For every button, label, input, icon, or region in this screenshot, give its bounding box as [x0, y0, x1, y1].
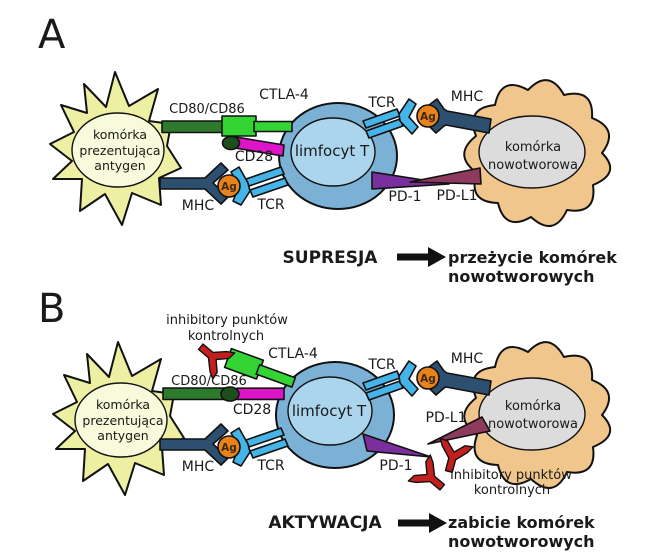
cd80-cd86-bar-b [162, 387, 227, 401]
tumor-label-line1-a: komórka [505, 140, 561, 155]
result-line2-b: nowotworowych [448, 532, 595, 551]
tcr-right-label-b: TCR [367, 357, 396, 373]
cd80-label-b: CD80/CD86 [171, 374, 247, 389]
ctla4-label-a: CTLA-4 [259, 87, 309, 103]
cd28-knob-a [221, 135, 241, 151]
pd1-label-a: PD-1 [388, 189, 421, 205]
tcr-left-label-a: TCR [256, 197, 285, 213]
result-arrow-b [398, 513, 447, 533]
ag-left-text-a: Ag [221, 181, 237, 193]
ag-left-text-b: Ag [221, 442, 237, 454]
pdl1-label-b: PD-L1 [426, 410, 467, 426]
panel-a: A komórka prezentująca antygen CD80/CD86… [38, 12, 617, 286]
result-arrow-a [397, 247, 446, 267]
cd28-bar-b [236, 387, 285, 401]
ag-right-text-a: Ag [420, 111, 436, 123]
cd28-label-b: CD28 [233, 402, 271, 418]
tumor-label-line2-b: nowotworowa [488, 417, 578, 432]
ctla4-receptor-a [221, 115, 293, 137]
mhc-left-label-a: MHC [182, 198, 215, 214]
pdl1-ligand-b [427, 416, 491, 445]
tumor-label-line1-b: komórka [505, 399, 561, 414]
inhibitor-bottom-line2: kontrolnych [474, 483, 550, 498]
tcell-label-b: limfocyt T [292, 402, 367, 420]
tcr-left-label-b: TCR [256, 458, 285, 474]
panel-b: B inhibitory punktów kontrolnych CTLA-4 … [38, 286, 612, 551]
cd80-label-a: CD80/CD86 [169, 102, 245, 117]
caption-supresja: SUPRESJA [283, 248, 379, 268]
apc-label-line2-a: prezentująca [79, 143, 160, 158]
pdl1-label-a: PD-L1 [437, 188, 478, 204]
tumor-cell-b [463, 341, 612, 489]
apc-label-line1-b: komórka [96, 397, 150, 412]
inhibitor-top-line2: kontrolnych [188, 329, 264, 344]
pd1-label-b: PD-1 [379, 458, 412, 474]
panel-b-letter: B [38, 286, 65, 332]
tcell-label-a: limfocyt T [295, 142, 370, 160]
mhc-right-label-a: MHC [451, 89, 484, 105]
apc-label-line3-a: antygen [94, 158, 145, 173]
pd1-receptor-a [371, 171, 450, 190]
tcr-right-label-a: TCR [367, 95, 396, 111]
ag-right-text-b: Ag [420, 373, 436, 385]
apc-label-line1-a: komórka [93, 127, 147, 142]
ctla4-label-b: CTLA-4 [268, 346, 318, 362]
checkpoint-antibody-bottom-2 [407, 454, 454, 502]
cd28-label-a: CD28 [235, 149, 273, 165]
apc-label-line3-b: antygen [97, 428, 148, 443]
result-line1-a: przeżycie komórek [448, 248, 617, 267]
tumor-label-line2-a: nowotworowa [488, 158, 578, 173]
panel-a-letter: A [38, 12, 66, 58]
caption-aktywacja: AKTYWACJA [268, 513, 382, 533]
mhc-left-label-b: MHC [182, 459, 215, 475]
apc-label-line2-b: prezentująca [82, 413, 163, 428]
mhc-right-label-b: MHC [451, 351, 484, 367]
result-line1-b: zabicie komórek [448, 513, 595, 532]
inhibitor-bottom-line1: inhibitory punktów [450, 468, 572, 483]
pd1-receptor-b [362, 433, 432, 458]
pdl1-ligand-a [409, 167, 482, 185]
cd80-cd86-bar-a [161, 120, 224, 134]
inhibitor-top-line1: inhibitory punktów [166, 313, 288, 328]
cd28-knob-b [220, 386, 240, 402]
result-line2-a: nowotworowych [448, 267, 595, 286]
